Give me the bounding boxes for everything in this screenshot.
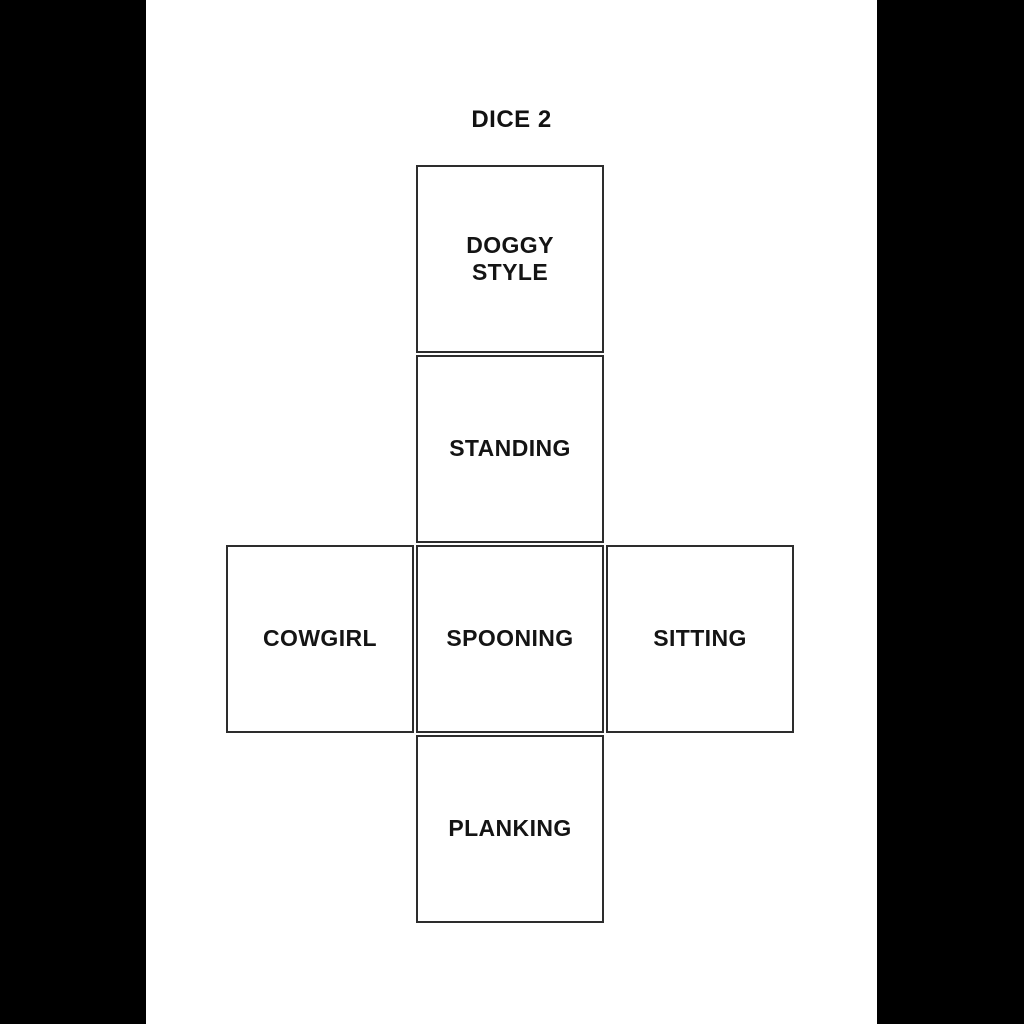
dice-face-label: STANDING xyxy=(449,435,571,462)
dice-face-doggy-style: DOGGY STYLE xyxy=(416,165,604,353)
dice-face-planking: PLANKING xyxy=(416,735,604,923)
dice-face-sitting: SITTING xyxy=(606,545,794,733)
dice-net-diagram: DOGGY STYLE STANDING COWGIRL SPOONING SI… xyxy=(146,0,877,1024)
dice-face-standing: STANDING xyxy=(416,355,604,543)
dice-face-label: PLANKING xyxy=(448,815,572,842)
dice-face-label: SPOONING xyxy=(446,625,574,652)
right-letterbox-bar xyxy=(877,0,1024,1024)
dice-face-label: DOGGY STYLE xyxy=(466,231,554,285)
left-letterbox-bar xyxy=(0,0,146,1024)
dice-face-spooning: SPOONING xyxy=(416,545,604,733)
dice-template-page: DICE 2 DOGGY STYLE STANDING COWGIRL SPOO… xyxy=(146,0,877,1024)
dice-face-label: SITTING xyxy=(653,625,747,652)
dice-face-cowgirl: COWGIRL xyxy=(226,545,414,733)
page-title: DICE 2 xyxy=(471,106,552,133)
dice-face-label: COWGIRL xyxy=(263,625,377,652)
